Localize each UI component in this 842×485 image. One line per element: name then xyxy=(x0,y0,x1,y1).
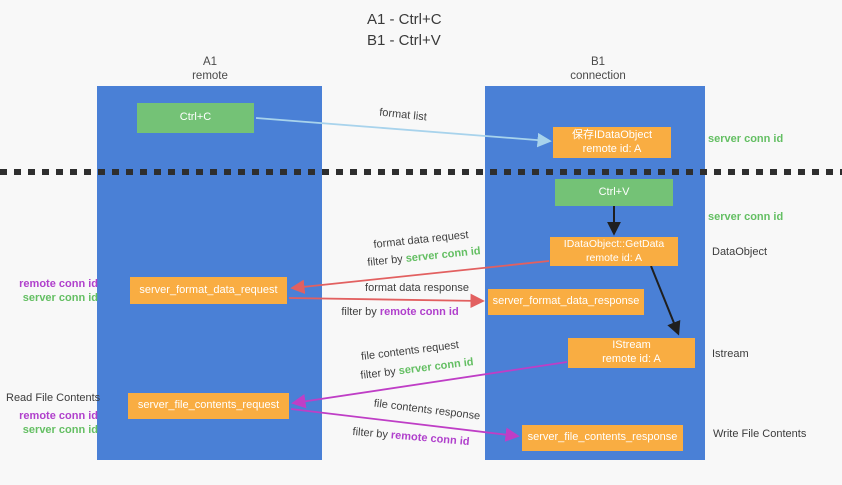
label-write-file-contents: Write File Contents xyxy=(713,428,807,440)
node-save-idataobject-line1: 保存IDataObject xyxy=(571,128,653,141)
node-file-response-label: server_file_contents_response xyxy=(527,431,678,444)
filter-id-3: server conn id xyxy=(398,356,475,378)
filter-id-4: remote conn id xyxy=(390,429,470,449)
label-server-conn-id-2: server conn id xyxy=(22,424,98,437)
node-idataobject-getdata: IDataObject::GetData remote id: A xyxy=(550,237,678,266)
node-server-file-contents-response: server_file_contents_response xyxy=(522,425,683,451)
node-getdata-line1: IDataObject::GetData xyxy=(563,238,665,251)
label-server-conn-id-1: server conn id xyxy=(22,292,98,305)
filter-prefix-2: filter by xyxy=(341,306,377,318)
label-filter-by-remote-conn-id-1: filter by remote conn id xyxy=(341,306,458,318)
node-save-idataobject-line2: remote id: A xyxy=(582,142,642,155)
column-b1-subtitle: connection xyxy=(570,70,626,83)
node-ctrl-v-label: Ctrl+V xyxy=(598,185,630,198)
node-istream-line1: IStream xyxy=(612,339,651,352)
label-filter-by-remote-conn-id-2: filter by remote conn id xyxy=(352,426,470,448)
node-ctrl-c-label: Ctrl+C xyxy=(179,111,212,124)
node-format-request-label: server_format_data_request xyxy=(139,283,278,296)
filter-id-2: remote conn id xyxy=(379,306,459,318)
node-save-idataobject: 保存IDataObject remote id: A xyxy=(553,127,671,158)
node-file-request-label: server_file_contents_request xyxy=(137,399,280,412)
node-server-file-contents-request: server_file_contents_request xyxy=(128,393,289,419)
column-b1-name: B1 xyxy=(590,56,606,68)
node-getdata-line2: remote id: A xyxy=(585,251,643,264)
column-a1-subtitle: remote xyxy=(192,70,228,83)
label-remote-conn-id-2: remote conn id xyxy=(19,410,98,422)
label-read-file-contents: Read File Contents xyxy=(6,392,101,404)
label-group-format-left: remote conn id server conn id xyxy=(2,277,98,306)
node-istream-line2: remote id: A xyxy=(602,353,661,365)
column-header-b1: B1 connection xyxy=(538,55,658,84)
filter-prefix-4: filter by xyxy=(352,425,389,441)
title-line-1: A1 - Ctrl+C xyxy=(367,11,442,28)
label-format-list: format list xyxy=(378,106,428,124)
label-file-contents-response: file contents response xyxy=(373,397,481,423)
node-server-format-data-response: server_format_data_response xyxy=(488,289,644,315)
filter-prefix-3: filter by xyxy=(359,365,397,382)
label-istream: Istream xyxy=(712,348,749,360)
diagram-title: A1 - Ctrl+C B1 - Ctrl+V xyxy=(367,9,442,51)
label-format-data-response: format data response xyxy=(365,282,469,294)
section-divider-dotted-line xyxy=(0,169,842,175)
node-ctrl-v: Ctrl+V xyxy=(555,179,673,206)
label-group-file-left: remote conn id server conn id xyxy=(2,409,98,438)
label-server-conn-id-top: server conn id xyxy=(708,133,784,145)
title-line-2: B1 - Ctrl+V xyxy=(367,32,441,49)
column-a1-name: A1 xyxy=(202,56,218,68)
node-istream: IStream remote id: A xyxy=(568,338,695,368)
label-dataobject: DataObject xyxy=(712,246,768,258)
label-remote-conn-id-1: remote conn id xyxy=(19,278,98,290)
node-format-response-label: server_format_data_response xyxy=(492,295,640,308)
label-server-conn-id-mid: server conn id xyxy=(708,211,784,223)
column-header-a1: A1 remote xyxy=(150,55,270,84)
filter-prefix-1: filter by xyxy=(366,253,404,269)
node-server-format-data-request: server_format_data_request xyxy=(130,277,287,304)
node-ctrl-c: Ctrl+C xyxy=(137,103,254,133)
filter-id-1: server conn id xyxy=(405,245,482,265)
